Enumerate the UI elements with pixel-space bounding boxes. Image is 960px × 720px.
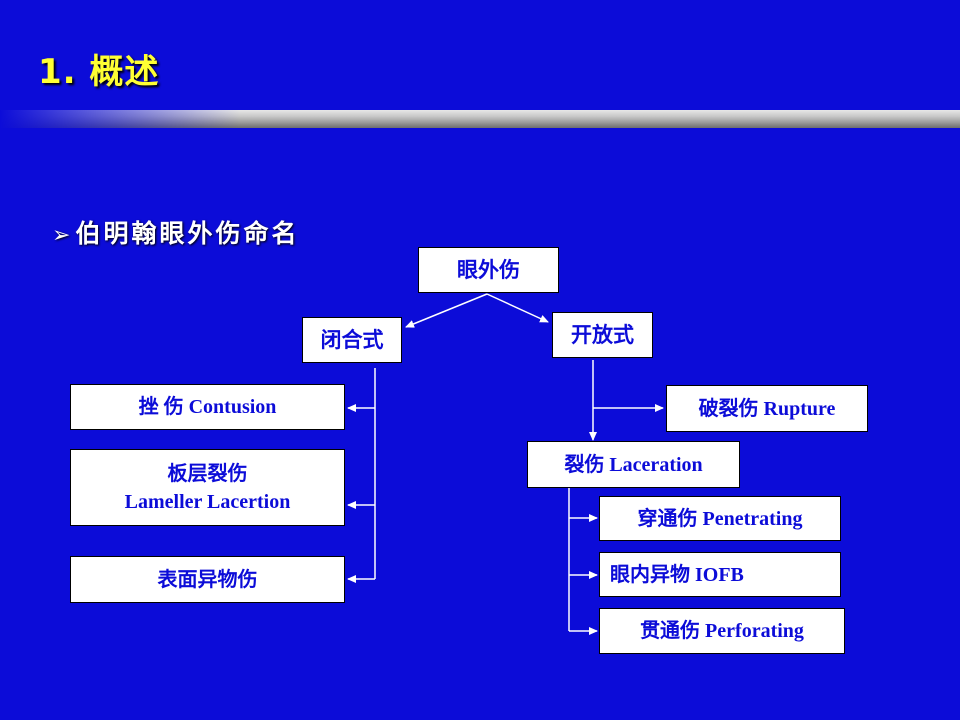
node-laceration: 裂伤 Laceration bbox=[527, 441, 740, 488]
node-perforating: 贯通伤 Perforating bbox=[599, 608, 845, 654]
edge-root-closed bbox=[405, 293, 488, 328]
title-rule bbox=[0, 110, 960, 128]
bullet-text: 伯明翰眼外伤命名 bbox=[75, 219, 300, 248]
edge-root-open bbox=[486, 293, 549, 323]
node-eye-injury: 眼外伤 bbox=[418, 247, 559, 293]
node-lamellar-laceration: 板层裂伤 Lameller Lacertion bbox=[70, 449, 345, 526]
node-rupture: 破裂伤 Rupture bbox=[666, 385, 868, 432]
node-superficial-foreign-body: 表面异物伤 bbox=[70, 556, 345, 603]
node-contusion: 挫 伤 Contusion bbox=[70, 384, 345, 430]
node-lamellar-laceration-en: Lameller Lacertion bbox=[124, 490, 291, 513]
node-lamellar-laceration-cn: 板层裂伤 bbox=[167, 462, 248, 485]
node-penetrating: 穿通伤 Penetrating bbox=[599, 496, 841, 541]
slide-title: 1. 概述 bbox=[38, 52, 160, 92]
bullet-heading: ➢伯明翰眼外伤命名 bbox=[52, 214, 299, 250]
arrow-bullet-icon: ➢ bbox=[52, 223, 74, 248]
node-closed: 闭合式 bbox=[302, 317, 402, 363]
node-open: 开放式 bbox=[552, 312, 653, 358]
node-iofb: 眼内异物 IOFB bbox=[599, 552, 841, 597]
title-rule-fade bbox=[0, 110, 240, 128]
